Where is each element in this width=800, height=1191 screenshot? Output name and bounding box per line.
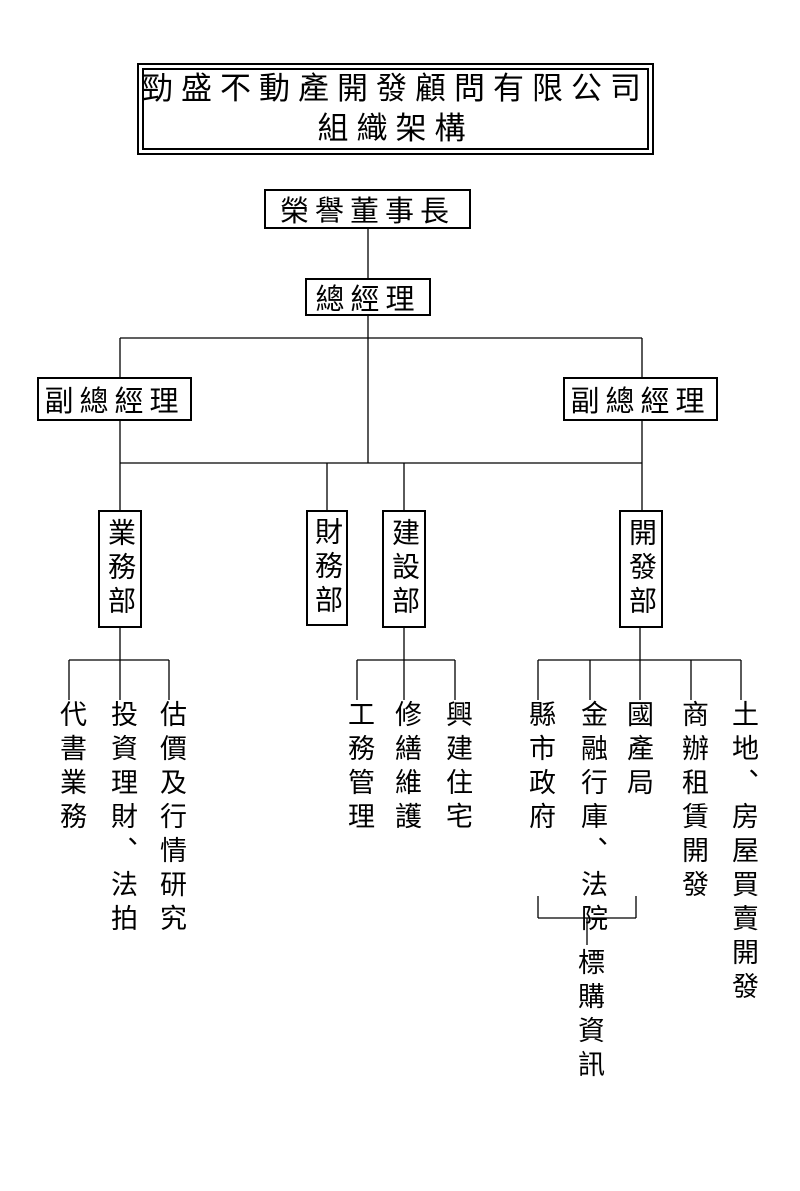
title-inner-frame: 勁盛不動產開發顧問有限公司 組織架構 xyxy=(142,68,649,150)
honorary-chairman-box: 榮譽董事長 xyxy=(264,189,471,229)
construction-department-box: 建設部 xyxy=(382,510,426,628)
chart-subtitle: 組織架構 xyxy=(317,111,474,147)
business-item-investment: 投資理財、法拍 xyxy=(106,700,137,938)
development-item-banks-courts: 金融行庫、法院 xyxy=(576,700,607,938)
finance-department-box: 財務部 xyxy=(306,510,348,626)
company-name: 勁盛不動產開發顧問有限公司 xyxy=(142,71,649,107)
business-item-agency: 代書業務 xyxy=(55,700,86,836)
vice-general-manager-right-box: 副總經理 xyxy=(563,377,718,421)
development-item-national-property: 國產局 xyxy=(622,700,653,802)
tender-information: 標購資訊 xyxy=(573,948,604,1084)
vice-general-manager-left-box: 副總經理 xyxy=(37,377,192,421)
business-department-box: 業務部 xyxy=(98,510,142,628)
development-item-government: 縣市政府 xyxy=(524,700,555,836)
title-box: 勁盛不動產開發顧問有限公司 組織架構 xyxy=(137,63,654,155)
construction-item-works: 工務管理 xyxy=(343,700,374,836)
construction-item-housing: 興建住宅 xyxy=(441,700,472,836)
general-manager-box: 總經理 xyxy=(305,278,431,316)
development-item-land-trading: 土地、房屋買賣開發 xyxy=(727,700,758,1006)
development-item-office-leasing: 商辦租賃開發 xyxy=(677,700,708,904)
development-department-box: 開發部 xyxy=(619,510,663,628)
construction-item-repair: 修繕維護 xyxy=(390,700,421,836)
business-item-appraisal: 估價及行情研究 xyxy=(155,700,186,938)
